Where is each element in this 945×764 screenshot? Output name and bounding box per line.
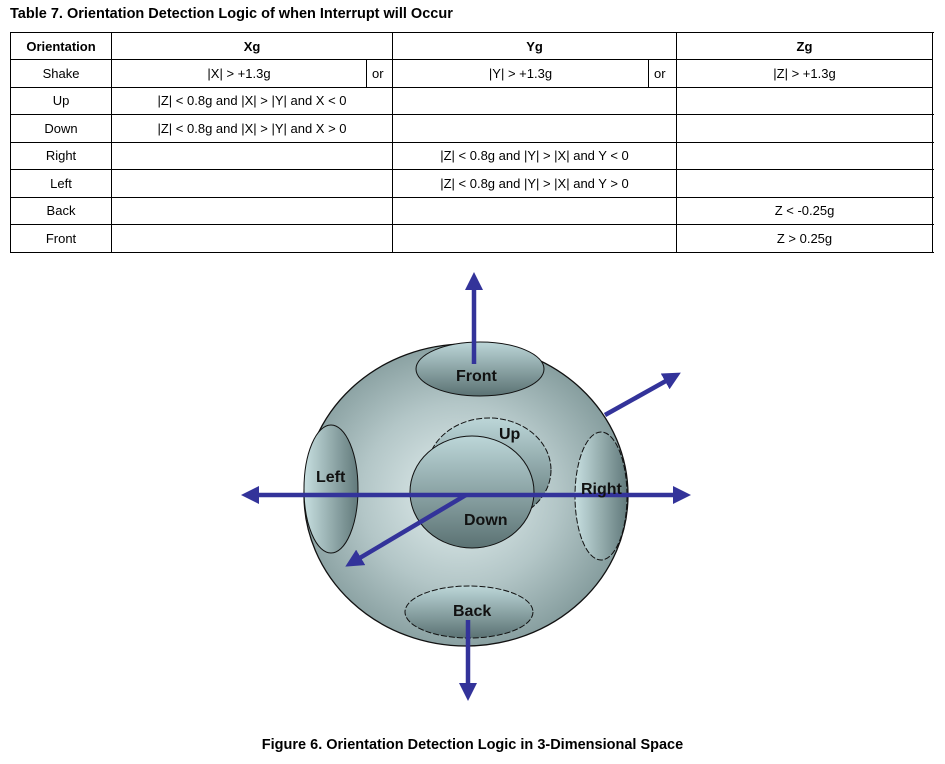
cell-yg: |Y| > +1.3g — [392, 59, 649, 88]
cell-zg — [676, 86, 933, 115]
cell-xg: |Z| < 0.8g and |X| > |Y| and X > 0 — [111, 114, 393, 143]
row-label: Right — [10, 141, 112, 170]
label-down: Down — [464, 512, 508, 529]
cell-xg — [111, 169, 393, 198]
table-header-row: Orientation Xg Yg Zg — [10, 32, 933, 60]
table-row: Back Z < -0.25g — [10, 196, 933, 225]
table-row: Left |Z| < 0.8g and |Y| > |X| and Y > 0 — [10, 169, 933, 198]
label-up: Up — [499, 426, 521, 443]
label-front: Front — [456, 368, 498, 385]
cell-or: or — [648, 59, 677, 88]
arrow-diagonal-in — [345, 493, 468, 567]
down-patch — [409, 435, 535, 549]
label-right: Right — [581, 481, 623, 498]
cell-yg — [392, 114, 677, 143]
figure-caption: Figure 6. Orientation Detection Logic in… — [261, 737, 684, 753]
table-title: Table 7. Orientation Detection Logic of … — [10, 6, 453, 22]
cell-xg — [111, 196, 393, 225]
cell-zg: Z > 0.25g — [676, 224, 933, 253]
cell-zg — [676, 169, 933, 198]
cell-yg: |Z| < 0.8g and |Y| > |X| and Y > 0 — [392, 169, 677, 198]
front-patch — [415, 341, 545, 397]
table-row-shake: Shake |X| > +1.3g or |Y| > +1.3g or |Z| … — [10, 59, 933, 88]
header-orientation: Orientation — [10, 32, 112, 60]
cell-yg: |Z| < 0.8g and |Y| > |X| and Y < 0 — [392, 141, 677, 170]
header-zg: Zg — [676, 32, 933, 60]
table-row: Up |Z| < 0.8g and |X| > |Y| and X < 0 — [10, 86, 933, 115]
arrow-diagonal-out — [603, 372, 681, 417]
cell-xg — [111, 224, 393, 253]
table-row: Down |Z| < 0.8g and |X| > |Y| and X > 0 — [10, 114, 933, 143]
label-left: Left — [316, 469, 346, 486]
cell-zg — [676, 141, 933, 170]
cell-yg — [392, 196, 677, 225]
header-yg: Yg — [392, 32, 677, 60]
cell-or: or — [366, 59, 393, 88]
cell-xg — [111, 141, 393, 170]
row-label: Down — [10, 114, 112, 143]
cell-yg — [392, 224, 677, 253]
cell-zg: Z < -0.25g — [676, 196, 933, 225]
orientation-logic-table: Orientation Xg Yg Zg Shake |X| > +1.3g o… — [10, 32, 933, 253]
table-row: Right |Z| < 0.8g and |Y| > |X| and Y < 0 — [10, 141, 933, 170]
row-label: Left — [10, 169, 112, 198]
header-xg: Xg — [111, 32, 393, 60]
cell-yg — [392, 86, 677, 115]
table-row: Front Z > 0.25g — [10, 224, 933, 253]
label-back: Back — [453, 603, 491, 620]
cell-xg: |Z| < 0.8g and |X| > |Y| and X < 0 — [111, 86, 393, 115]
row-label: Front — [10, 224, 112, 253]
cell-zg — [676, 114, 933, 143]
left-patch — [303, 424, 359, 554]
